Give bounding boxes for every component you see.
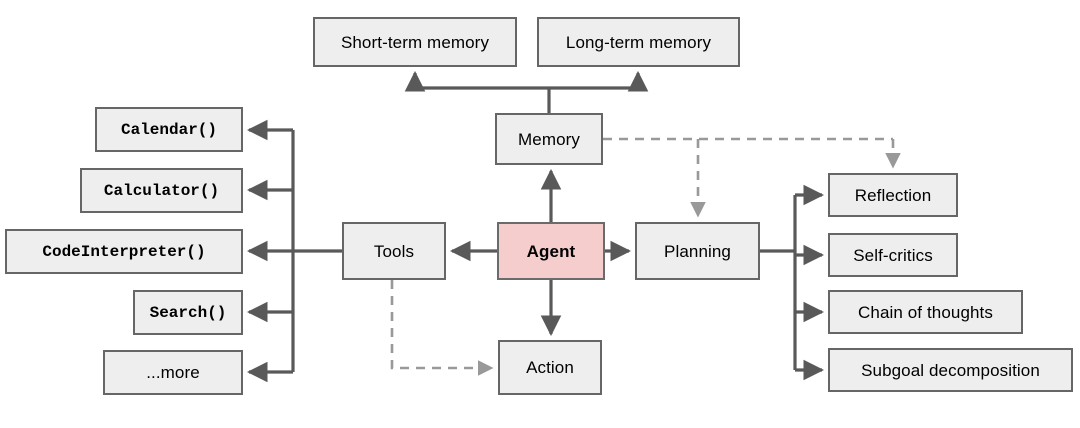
edge-memory-to-short-term-memory xyxy=(404,70,549,92)
node-subgoal-decomposition[interactable]: Subgoal decomposition xyxy=(828,348,1073,392)
node-label-self-critics: Self-critics xyxy=(853,245,933,265)
node-label-search: Search() xyxy=(149,303,227,322)
node-label-agent: Agent xyxy=(526,241,576,261)
edge-memory-to-long-term-memory xyxy=(549,70,649,92)
node-planning[interactable]: Planning xyxy=(635,222,760,280)
node-label-reflection: Reflection xyxy=(854,185,932,205)
node-label-subgoal-decomposition: Subgoal decomposition xyxy=(861,360,1040,380)
node-long-term-memory[interactable]: Long-term memory xyxy=(537,17,740,67)
edge-tools-to-action-dashed xyxy=(390,280,494,376)
node-label-short-term-memory: Short-term memory xyxy=(340,32,490,52)
node-label-calculator: Calculator() xyxy=(103,181,220,200)
node-calculator[interactable]: Calculator() xyxy=(80,168,243,213)
node-calendar[interactable]: Calendar() xyxy=(95,107,243,152)
node-chain-of-thoughts[interactable]: Chain of thoughts xyxy=(828,290,1023,334)
node-label-code-interpreter: CodeInterpreter() xyxy=(42,242,206,261)
node-label-long-term-memory: Long-term memory xyxy=(565,32,712,52)
node-label-more: ...more xyxy=(146,363,200,382)
node-memory[interactable]: Memory xyxy=(495,113,603,165)
node-action[interactable]: Action xyxy=(498,340,602,395)
node-tools[interactable]: Tools xyxy=(342,222,446,280)
node-code-interpreter[interactable]: CodeInterpreter() xyxy=(5,229,243,274)
node-label-planning: Planning xyxy=(664,241,731,261)
node-agent[interactable]: Agent xyxy=(497,222,605,280)
node-label-tools: Tools xyxy=(373,241,415,261)
node-label-chain-of-thoughts: Chain of thoughts xyxy=(858,302,993,322)
node-label-memory: Memory xyxy=(518,129,580,149)
node-reflection[interactable]: Reflection xyxy=(828,173,958,217)
node-more[interactable]: ...more xyxy=(103,350,243,395)
node-search[interactable]: Search() xyxy=(133,290,243,335)
node-label-action: Action xyxy=(526,358,574,377)
node-short-term-memory[interactable]: Short-term memory xyxy=(313,17,517,67)
node-label-calendar: Calendar() xyxy=(120,120,217,139)
node-self-critics[interactable]: Self-critics xyxy=(828,233,958,277)
